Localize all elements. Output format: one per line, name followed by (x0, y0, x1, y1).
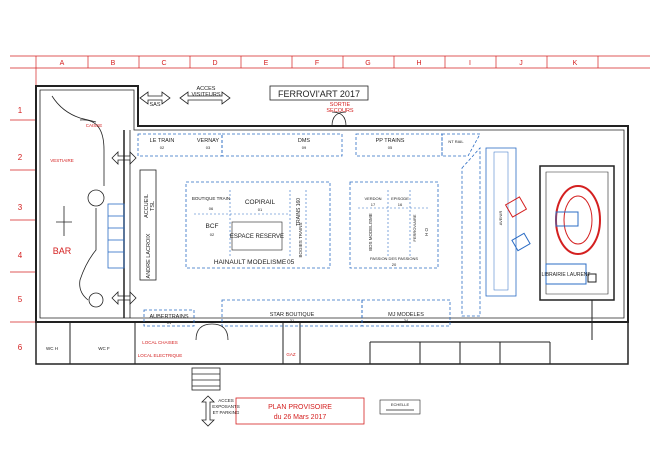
col-label-g: G (365, 60, 370, 67)
stand-dms-num: 09 (302, 145, 307, 150)
acces-exposants-line2: EXPOSANTS (212, 404, 240, 409)
stand-labels: LE TRAIN 02 VERNAY 03 DMS 09 PP TRAINS 0… (149, 138, 464, 325)
bar-area-details (51, 95, 157, 308)
plan-provisoire-line2: du 26 Mars 2017 (274, 414, 327, 421)
stand-hainault: HAINAULT MODELISME (214, 259, 287, 266)
caisse-label: CAISSE (86, 123, 103, 128)
row-label-4: 4 (18, 251, 23, 260)
stand-copirail-num: 01 (258, 207, 263, 212)
stand-aubertrains: AUBERTRAINS (149, 314, 188, 320)
librairie-label: LIBRAIRIE LAURENT (542, 272, 591, 278)
stand-nt-rail: NT RAIL (448, 139, 464, 144)
zone-labels: CAISSE VESTIAIRE BAR WC H WC F LOCAL CHA… (46, 123, 296, 358)
row-label-1: 1 (18, 106, 23, 115)
col-label-c: C (161, 60, 166, 67)
stand-dms: DMS (298, 138, 311, 144)
acces-visiteurs-line2: VISITEURS (191, 92, 220, 98)
col-label-d: D (212, 60, 217, 67)
row-label-6: 6 (18, 343, 23, 352)
andre-lacroix-label: ANDRE LACROIX (146, 233, 152, 278)
stand-star-boutique-num: 31 (290, 318, 295, 323)
row-label-5: 5 (18, 295, 23, 304)
stand-episode: EPISODE (391, 196, 409, 201)
stand-bogies-trains: BOGIES TRAINS (298, 223, 303, 258)
stand-boutique-train-num: 06 (209, 206, 214, 211)
accueil-line1: ACCUEIL (144, 194, 150, 218)
sortie-secours-line2: SECOURS (326, 108, 354, 114)
acces-exposants-line1: ACCES (218, 398, 234, 403)
building-walls (35, 85, 629, 365)
row-label-3: 3 (18, 203, 23, 212)
stand-outlines (137, 133, 481, 327)
wc-h-label: WC H (46, 346, 58, 351)
stand-vernay-num: 03 (206, 145, 211, 150)
stand-mj-modeles-num: 34 (404, 318, 409, 323)
stand-inner-lines (194, 190, 430, 258)
stand-espace-reserve: ESPACE RESERVE (230, 234, 284, 240)
stand-boutique-train: BOUTIQUE TRAIN (192, 196, 230, 201)
col-label-i: I (469, 60, 471, 67)
col-label-e: E (264, 60, 269, 67)
exhibitor-access: ACCES EXPOSANTS ET PARKING (212, 398, 240, 415)
plan-provisoire-line1: PLAN PROVISOIRE (268, 404, 332, 411)
col-label-f: F (315, 60, 319, 67)
stand-aubertrains-num: 01 (167, 320, 172, 325)
acces-visiteurs-line1: ACCES (197, 86, 216, 92)
stand-bds: BDS MODELISME (368, 213, 373, 251)
scale-label: ECHELLE (391, 402, 410, 407)
sortie-secours-line1: SORTIE (330, 102, 351, 108)
gaz-label: GAZ (286, 352, 296, 357)
platform-details (485, 147, 601, 297)
bar-label: BAR (53, 246, 72, 256)
col-label-a: A (60, 60, 65, 67)
stand-passion-num: 20 (392, 262, 397, 267)
col-label-k: K (573, 60, 578, 67)
stand-pp-trains: PP TRAINS (376, 138, 405, 144)
stand-star-boutique: STAR BOUTIQUE (270, 312, 315, 318)
accueil-line2: TSL (150, 201, 156, 211)
wc-f-label: WC F (98, 346, 110, 351)
local-chaises-label: LOCAL CHAISES (142, 340, 178, 345)
plan-provisoire-box (235, 397, 365, 425)
stand-bcf-num: 02 (210, 232, 215, 237)
local-electrique-label: LOCAL ELECTRIQUE (138, 353, 183, 358)
stand-le-train-num: 02 (160, 145, 165, 150)
stand-mj-modeles: MJ MODELES (388, 312, 424, 318)
stand-trains160: TRAINS 160 (296, 198, 302, 226)
col-label-j: J (519, 60, 523, 67)
grid-row-labels: 1 2 3 4 5 6 (18, 106, 23, 352)
sas-label: SAS (149, 102, 160, 108)
stand-pp-trains-num: 05 (388, 145, 393, 150)
col-label-h: H (416, 60, 421, 67)
grid-column-labels: A B C D E F G H I J K (60, 60, 578, 67)
access-labels: ACCES VISITEURS SAS SORTIE SECOURS (149, 86, 353, 114)
scale-box (379, 399, 421, 415)
col-label-b: B (111, 60, 116, 67)
stand-episode-num: 16 (398, 202, 403, 207)
vestiaire-label: VESTIAIRE (50, 158, 74, 163)
stand-h-o: H O (424, 228, 429, 237)
page-title: FERROVI'ART 2017 (278, 89, 360, 99)
stand-bcf: BCF (206, 223, 219, 230)
stand-passion: PASSION DES PASSIONS (370, 256, 418, 261)
doors (111, 91, 347, 427)
avenir-label: AVENIR (498, 211, 503, 226)
stand-copirail: COPIRAIL (245, 199, 276, 206)
stand-hainault-num: 05 (287, 259, 295, 266)
acces-exposants-line3: ET PARKING (213, 410, 240, 415)
title-box (269, 85, 369, 101)
row-label-2: 2 (18, 153, 23, 162)
stand-vernay: VERNAY (197, 138, 220, 144)
stand-verdon-num: 17 (371, 202, 376, 207)
stand-verdon: VERDON (364, 196, 381, 201)
stand-le-train: LE TRAIN (150, 138, 175, 144)
stand-ferroviaire: FERROVIAIRE (412, 214, 417, 241)
